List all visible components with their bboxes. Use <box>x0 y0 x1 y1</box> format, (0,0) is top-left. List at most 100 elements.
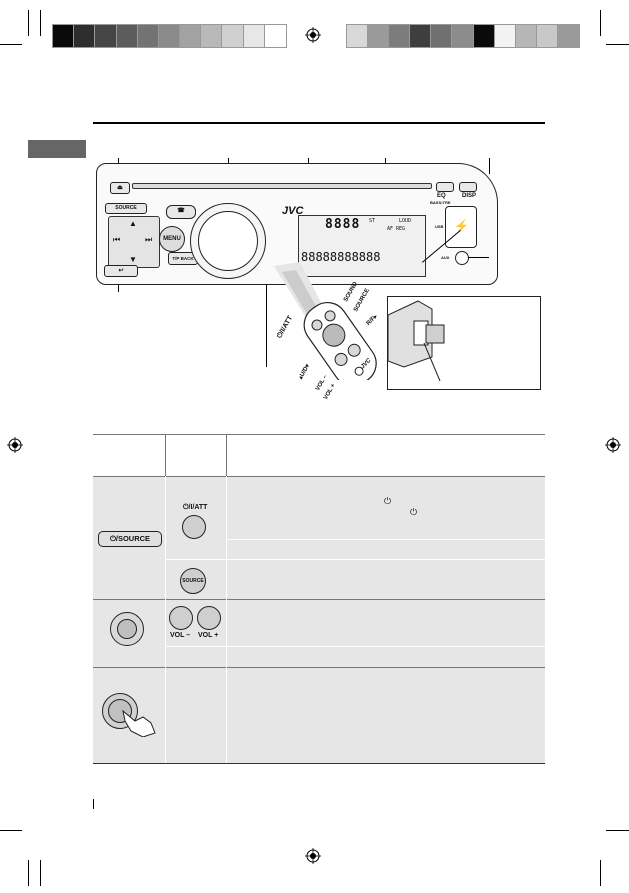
color-swatch <box>388 24 412 48</box>
vol-plus-button-illustration <box>197 606 221 630</box>
crop-mark <box>606 44 629 45</box>
pressing-hand-icon <box>122 709 156 737</box>
table-column-rule <box>165 434 166 763</box>
inset-usb-detail <box>387 296 541 390</box>
usb-inset-icon <box>387 300 445 382</box>
usb-port[interactable]: ⚡ <box>445 206 477 248</box>
registration-mark-icon <box>305 848 321 864</box>
table-rule <box>93 476 545 477</box>
vol-plus-label: VOL + <box>198 632 219 639</box>
table-row-source <box>93 477 545 599</box>
footer-mark <box>93 799 94 809</box>
color-swatch <box>263 24 287 48</box>
arrow-down-icon[interactable]: ▼ <box>129 255 137 264</box>
crop-mark <box>0 44 22 45</box>
color-swatch <box>472 24 496 48</box>
volume-knob-inner[interactable] <box>198 211 258 271</box>
callout-line <box>468 257 489 258</box>
color-swatch <box>179 24 203 48</box>
color-swatch <box>73 24 97 48</box>
table-rule <box>93 434 545 435</box>
table-rule <box>93 599 545 600</box>
color-swatch <box>200 24 224 48</box>
color-swatch <box>493 24 517 48</box>
usb-label: USB <box>435 224 444 229</box>
table-column-rule <box>165 434 166 476</box>
registration-mark-icon <box>305 27 321 43</box>
power-att-button-illustration <box>182 515 206 539</box>
color-swatch <box>157 24 182 48</box>
color-swatch <box>367 24 391 48</box>
bass-treble-label: BASS•TRE <box>430 200 451 205</box>
color-swatch <box>346 24 370 48</box>
lcd-top-text: 8888 <box>325 217 361 232</box>
disp-button[interactable] <box>459 182 477 192</box>
color-swatch <box>115 24 139 48</box>
arrow-up-icon[interactable]: ▲ <box>129 219 137 228</box>
skip-forward-icon[interactable]: ⏭ <box>145 235 153 244</box>
callout-line <box>266 262 267 367</box>
crop-mark <box>40 10 41 36</box>
aux-label: AUX <box>441 255 450 260</box>
crop-mark <box>40 860 41 886</box>
usb-icon: ⚡ <box>454 219 469 233</box>
back-button[interactable]: ↩ <box>104 265 138 277</box>
lcd-loud-label: LOUD <box>399 218 412 224</box>
skip-back-icon[interactable]: ⏮ <box>113 235 121 244</box>
crop-mark <box>606 830 629 831</box>
source-button[interactable]: SOURCE <box>105 203 147 214</box>
color-swatch <box>242 24 266 48</box>
lcd-af-reg-label: AF REG <box>387 226 406 232</box>
table-row-knob <box>93 668 545 763</box>
table-column-rule <box>226 434 227 476</box>
crop-mark <box>600 10 601 36</box>
brand-logo: JVC <box>282 205 304 217</box>
table-column-rule <box>226 434 227 763</box>
table-subrule <box>227 539 545 540</box>
header-rule <box>93 122 545 124</box>
power-att-label: ⏻/I/ATT <box>183 504 208 511</box>
eq-button[interactable] <box>436 182 454 192</box>
remote-vol-plus-label: VOL + <box>323 382 337 401</box>
color-swatch <box>514 24 538 48</box>
callout-line <box>489 158 490 174</box>
color-swatch <box>221 24 245 48</box>
power-icon: ⏻ <box>384 496 392 506</box>
aux-jack[interactable] <box>455 251 469 265</box>
arrow-pad[interactable]: ▲ ▼ ⏮ ⏭ <box>108 216 160 268</box>
color-swatch <box>52 24 76 48</box>
eject-button[interactable]: ⏏ <box>110 182 130 194</box>
crop-mark <box>28 10 29 36</box>
lcd-st-label: ST <box>369 218 376 224</box>
vol-minus-label: VOL – <box>170 632 191 639</box>
color-swatch <box>556 24 580 48</box>
table-rule <box>93 763 545 764</box>
color-swatch <box>451 24 475 48</box>
crop-mark <box>28 860 29 886</box>
registration-mark-icon <box>605 437 621 453</box>
table-subrule <box>166 559 545 560</box>
color-swatch <box>409 24 433 48</box>
color-swatch <box>430 24 454 48</box>
phone-button[interactable]: ☎ <box>166 205 196 219</box>
color-swatch <box>136 24 160 48</box>
color-swatch <box>535 24 559 48</box>
power-icon: ⏻ <box>410 507 418 517</box>
eq-label: EQ <box>437 193 446 199</box>
registration-mark-icon <box>7 437 23 453</box>
disc-slot <box>132 183 432 189</box>
disp-label: DISP <box>462 193 477 199</box>
lcd-display: 8888 ST LOUD AF REG 88888888888 <box>298 215 426 277</box>
color-swatch <box>94 24 118 48</box>
crop-mark <box>0 830 22 831</box>
crop-mark <box>600 860 601 886</box>
lcd-bottom-text: 88888888888 <box>301 250 381 264</box>
table-subrule <box>166 646 545 647</box>
menu-button[interactable]: MENU <box>159 226 185 252</box>
table-row-volume <box>93 600 545 667</box>
language-tab <box>28 140 86 158</box>
source-round-button-illustration: SOURCE <box>180 568 206 594</box>
vol-minus-button-illustration <box>169 606 193 630</box>
source-button-illustration: ⏻/SOURCE <box>98 531 162 547</box>
remote-control <box>274 262 377 380</box>
